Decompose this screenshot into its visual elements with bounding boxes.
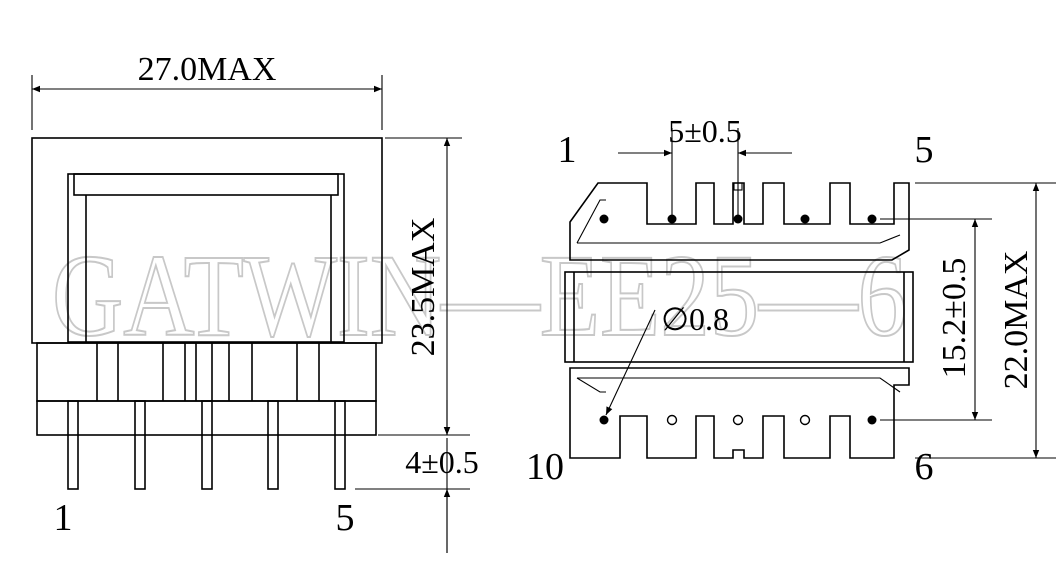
pin-label-top-left: 1	[558, 129, 577, 171]
side-pin-left-label: 1	[54, 497, 73, 539]
width-dimension-label: 27.0MAX	[138, 51, 277, 88]
pin-hole-7	[799, 414, 811, 426]
bobbin-foot	[36, 400, 377, 436]
depth-dimension-label: 22.0MAX	[998, 251, 1035, 390]
pin-hole-8	[732, 414, 744, 426]
pin-hole-9	[666, 414, 678, 426]
pin-hole-2	[667, 214, 677, 224]
pitch-dimension-label: 5±0.5	[668, 113, 742, 149]
pin-label-top-right: 5	[915, 129, 934, 171]
watermark-text: GATWIN—EE25—6	[52, 230, 907, 361]
top-key-notch	[733, 182, 743, 191]
top-bobbin-outline	[569, 182, 910, 261]
pin-4	[267, 400, 279, 490]
core-center	[564, 271, 914, 363]
pin-label-bottom-left: 10	[526, 446, 564, 488]
pin-5	[334, 400, 346, 490]
pin-3	[201, 400, 213, 490]
pin-hole-10	[599, 415, 609, 425]
bottom-bobbin-outline	[569, 367, 910, 459]
pin-length-label: 4±0.5	[405, 444, 479, 480]
bottom-bobbin-chamfer	[576, 377, 606, 393]
side-view: 27.0MAX 1 5 23.5MAX	[31, 51, 479, 553]
side-pin-right-label: 5	[336, 497, 355, 539]
top-bobbin-inner-line	[577, 234, 901, 244]
hole-dimension-label: ∅0.8	[661, 301, 729, 337]
pin-hole-5	[867, 214, 877, 224]
bottom-view: 5±0.5 1 5 10 6 ∅0.8	[526, 113, 1056, 488]
pin-2	[134, 400, 146, 490]
pin-1	[67, 400, 79, 490]
hole-leader-line	[605, 309, 656, 416]
pin-hole-3	[733, 214, 743, 224]
pin-hole-6	[867, 415, 877, 425]
pin-label-bottom-right: 6	[915, 446, 934, 488]
pin-hole-1	[599, 214, 609, 224]
top-bobbin-chamfer	[576, 199, 606, 244]
bottom-bobbin-inner-line	[577, 377, 901, 393]
row-spacing-dimension-label: 15.2±0.5	[936, 258, 973, 379]
pin-hole-4	[800, 214, 810, 224]
core-top-bar	[73, 173, 339, 196]
height-dimension-label: 23.5MAX	[405, 218, 442, 357]
